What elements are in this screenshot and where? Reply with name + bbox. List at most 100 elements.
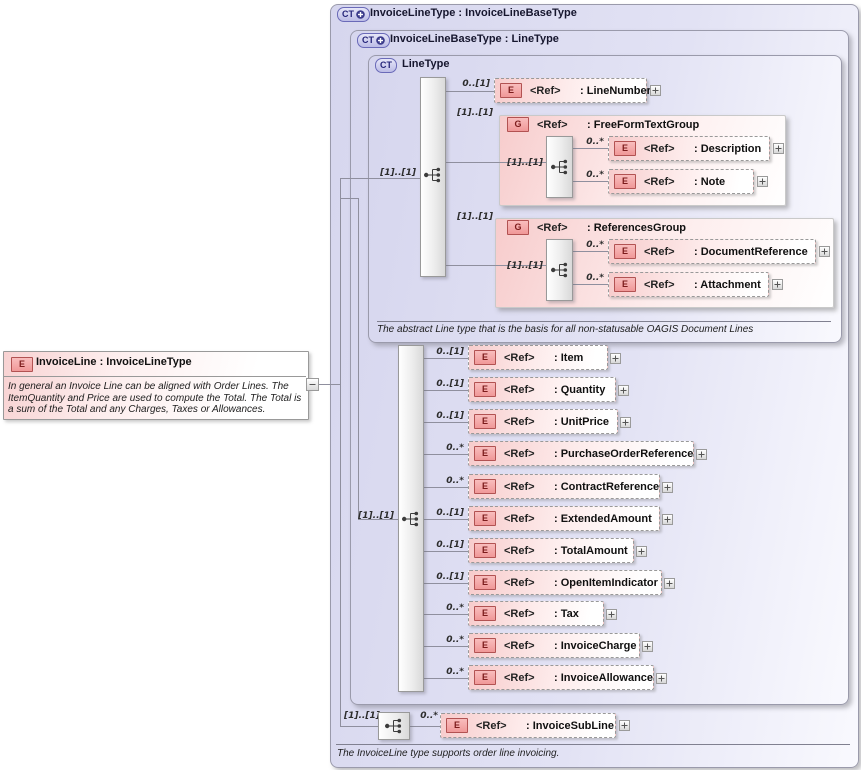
element-name: : Note: [694, 175, 726, 188]
connector-quantity: [424, 390, 468, 391]
expand-plus-icon[interactable]: [636, 546, 647, 557]
sequence-icon: [384, 717, 404, 735]
expand-plus-icon[interactable]: [662, 514, 673, 525]
ref-label: <Ref>: [504, 544, 535, 557]
freeformtextgroup-sequence-cardinality: [1]..[1]: [507, 158, 543, 168]
connector-minus-to-trunk: [319, 384, 340, 385]
group-name: : ReferencesGroup: [587, 221, 687, 234]
ref-label: <Ref>: [644, 245, 675, 258]
freeformtextgroup-cardinality: [1]..[1]: [457, 108, 493, 118]
expand-plus-icon[interactable]: [772, 279, 783, 290]
expand-plus-icon[interactable]: [650, 85, 661, 96]
linetype-annotation: The abstract Line type that is the basis…: [377, 324, 754, 335]
ref-label: <Ref>: [537, 118, 568, 131]
element-contractreference[interactable]: E <Ref> : ContractReference: [468, 474, 660, 499]
element-note[interactable]: E <Ref> : Note: [608, 169, 754, 194]
description-cardinality: 0..*: [586, 137, 604, 147]
invoicelinetype-title: InvoiceLineType : InvoiceLineBaseType: [370, 7, 577, 19]
element-attachment[interactable]: E <Ref> : Attachment: [608, 272, 769, 297]
element-invoiceallowance[interactable]: E <Ref> : InvoiceAllowance: [468, 665, 654, 690]
ref-label: <Ref>: [504, 639, 535, 652]
freeformtextgroup-header: G <Ref> : FreeFormTextGroup: [507, 117, 699, 132]
documentreference-cardinality: 0..*: [586, 240, 604, 250]
collapse-minus-icon[interactable]: [306, 378, 319, 391]
element-badge: E: [614, 277, 636, 292]
item-cardinality: 0..[1]: [436, 347, 464, 357]
element-unitprice[interactable]: E <Ref> : UnitPrice: [468, 409, 618, 434]
element-linenumber[interactable]: E <Ref> : LineNumber: [494, 78, 651, 103]
ref-label: <Ref>: [504, 607, 535, 620]
element-badge: E: [11, 357, 33, 372]
connector-to-linetype-bar: [340, 178, 420, 179]
element-quantity[interactable]: E <Ref> : Quantity: [468, 377, 616, 402]
expand-plus-icon[interactable]: [642, 641, 653, 652]
invoicecharge-cardinality: 0..*: [446, 635, 464, 645]
element-invoicecharge[interactable]: E <Ref> : InvoiceCharge: [468, 633, 640, 658]
expand-plus-icon[interactable]: [773, 143, 784, 154]
element-purchaseorderreference[interactable]: E <Ref> : PurchaseOrderReference: [468, 441, 694, 466]
expand-plus-icon[interactable]: [610, 353, 621, 364]
referencesgroup-sequence-cardinality: [1]..[1]: [507, 261, 543, 271]
linetype-annotation-divider: [377, 321, 831, 322]
invoiceline-annotation: In general an Invoice Line can be aligne…: [8, 381, 302, 415]
element-badge: E: [474, 382, 496, 397]
element-name: : Quantity: [554, 383, 606, 396]
expand-plus-icon[interactable]: [819, 246, 830, 257]
ref-label: <Ref>: [504, 576, 535, 589]
connector-openitemindicator: [424, 583, 468, 584]
connector-trunk-jog: [341, 198, 358, 199]
expand-plus-icon[interactable]: [664, 578, 675, 589]
expand-plus-icon[interactable]: [620, 417, 631, 428]
group-badge: G: [507, 117, 529, 132]
element-badge: E: [446, 718, 468, 733]
expand-plus-icon[interactable]: [618, 385, 629, 396]
linetype-title: LineType: [402, 58, 450, 70]
ref-label: <Ref>: [504, 383, 535, 396]
element-name: : InvoiceSubLine: [526, 719, 615, 732]
element-name: : TotalAmount: [554, 544, 628, 557]
element-badge: E: [474, 446, 496, 461]
connector-trunk-main: [340, 178, 341, 727]
element-description[interactable]: E <Ref> : Description: [608, 136, 770, 161]
group-badge: G: [507, 220, 529, 235]
ref-label: <Ref>: [504, 351, 535, 364]
base-sequence-cardinality: [1]..[1]: [358, 511, 394, 521]
extension-plus-icon: [376, 36, 385, 45]
expand-plus-icon[interactable]: [696, 449, 707, 460]
expand-plus-icon[interactable]: [656, 673, 667, 684]
expand-plus-icon[interactable]: [662, 482, 673, 493]
connector-to-base-bar: [358, 519, 398, 520]
element-invoicesubline[interactable]: E <Ref> : InvoiceSubLine: [440, 713, 616, 738]
element-item[interactable]: E <Ref> : Item: [468, 345, 608, 370]
element-extendedamount[interactable]: E <Ref> : ExtendedAmount: [468, 506, 660, 531]
connector-extendedamount: [424, 519, 468, 520]
element-badge: E: [614, 141, 636, 156]
connector-to-subline-seq: [340, 726, 378, 727]
invoicelinebasetype-title: InvoiceLineBaseType : LineType: [390, 33, 559, 45]
ref-label: <Ref>: [644, 142, 675, 155]
ref-label: <Ref>: [504, 415, 535, 428]
purchaseorderreference-cardinality: 0..*: [446, 443, 464, 453]
expand-plus-icon[interactable]: [757, 176, 768, 187]
sequence-icon: [401, 510, 421, 528]
ct-badge-label: CT: [342, 9, 354, 19]
invoiceline-global-element-box[interactable]: [3, 351, 309, 420]
element-badge: E: [474, 638, 496, 653]
connector-subline-seq-to-el: [410, 726, 440, 727]
connector-freeformtextgroup: [446, 162, 546, 163]
connector-totalamount: [424, 551, 468, 552]
ct-badge-label: CT: [362, 35, 374, 45]
ct-extension-badge-outer: CT: [337, 7, 370, 22]
element-badge: E: [474, 350, 496, 365]
element-name: : Tax: [554, 607, 579, 620]
element-openitemindicator[interactable]: E <Ref> : OpenItemIndicator: [468, 570, 662, 595]
expand-plus-icon[interactable]: [606, 609, 617, 620]
element-badge: E: [474, 511, 496, 526]
ct-badge-linetype: CT: [375, 58, 397, 73]
element-documentreference[interactable]: E <Ref> : DocumentReference: [608, 239, 816, 264]
note-cardinality: 0..*: [586, 170, 604, 180]
ref-label: <Ref>: [504, 512, 535, 525]
element-tax[interactable]: E <Ref> : Tax: [468, 601, 604, 626]
element-totalamount[interactable]: E <Ref> : TotalAmount: [468, 538, 634, 563]
expand-plus-icon[interactable]: [619, 720, 630, 731]
